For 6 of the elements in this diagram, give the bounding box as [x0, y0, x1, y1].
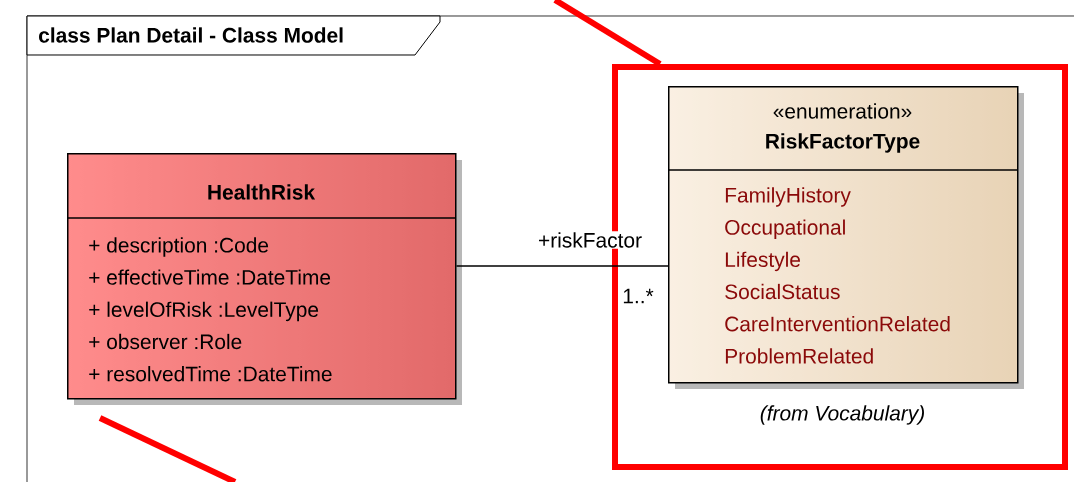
edge-label: +riskFactor: [537, 231, 644, 249]
class-box: HealthRisk + description :Code + effectiveTime :DateTime + levelOfRisk :LevelType + observer :Role + resolvedTime :DateTime: [66, 153, 462, 405]
source-note: (from Vocabulary): [760, 405, 924, 425]
frame-tab: class Plan Detail - Class Model: [26, 15, 441, 56]
association-line: [455, 265, 669, 267]
enumeration-box: «enumeration» RiskFactorType FamilyHistory Occupational Lifestyle SocialStatus CareInterventionRelated ProblemRelated: [667, 86, 1024, 389]
